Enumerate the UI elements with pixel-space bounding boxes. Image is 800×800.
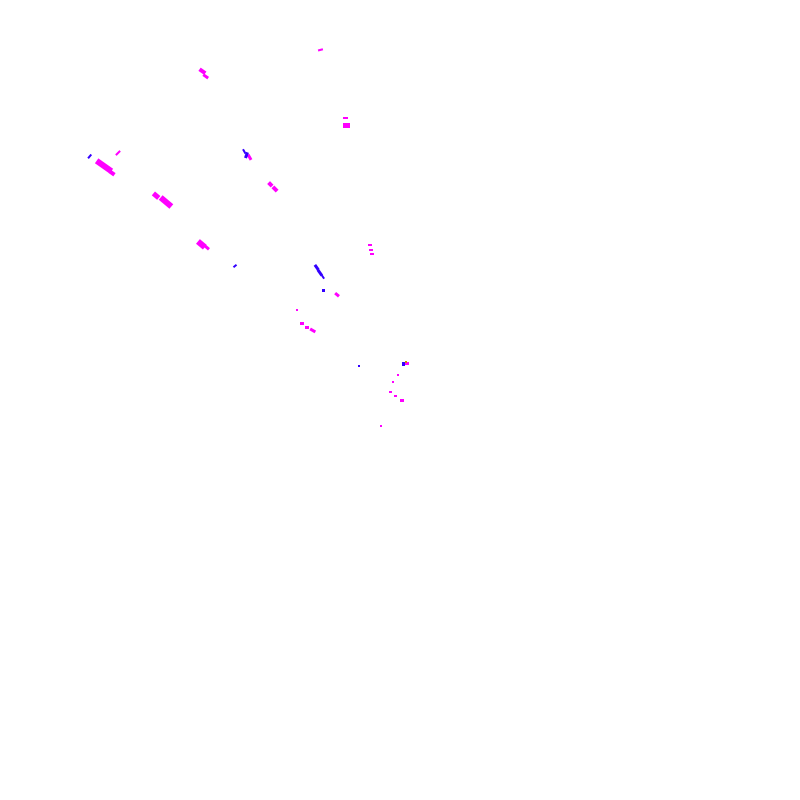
segment-15	[203, 244, 210, 251]
segment-33	[244, 151, 249, 159]
blue-segment-group	[87, 148, 405, 367]
segment-9	[246, 153, 253, 161]
segment-16	[368, 244, 372, 246]
segment-7	[94, 158, 114, 174]
segment-3	[202, 73, 210, 80]
segment-17	[369, 249, 373, 251]
segment-35	[313, 263, 320, 271]
segment-29	[380, 425, 382, 427]
segment-39	[358, 365, 360, 367]
segment-13	[158, 195, 174, 209]
segment-28	[397, 374, 399, 376]
segment-10	[267, 181, 274, 188]
segment-12	[151, 191, 161, 200]
segment-36	[316, 268, 324, 277]
segment-31	[87, 153, 93, 159]
segment-1	[317, 48, 324, 52]
segment-5	[343, 123, 350, 128]
segment-38	[322, 289, 325, 292]
segment-8	[108, 169, 116, 177]
segment-37	[321, 274, 325, 280]
segment-4	[343, 117, 348, 119]
segment-22	[305, 326, 309, 329]
segment-34	[232, 263, 238, 269]
accent-segment-group	[405, 361, 407, 363]
segment-23	[309, 327, 317, 334]
segment-6	[115, 150, 121, 156]
segment-41	[405, 361, 407, 363]
segment-24	[392, 381, 394, 383]
segment-2	[198, 67, 207, 75]
segment-21	[300, 322, 304, 325]
segment-26	[394, 395, 397, 397]
segment-19	[334, 291, 340, 298]
segment-18	[370, 253, 374, 255]
magenta-segment-group	[94, 48, 409, 427]
segment-11	[271, 185, 279, 193]
segment-27	[400, 399, 404, 402]
segment-20	[296, 309, 298, 311]
segment-40	[402, 362, 405, 366]
segment-32	[242, 148, 247, 155]
segment-30	[405, 362, 409, 365]
segment-25	[389, 391, 392, 393]
